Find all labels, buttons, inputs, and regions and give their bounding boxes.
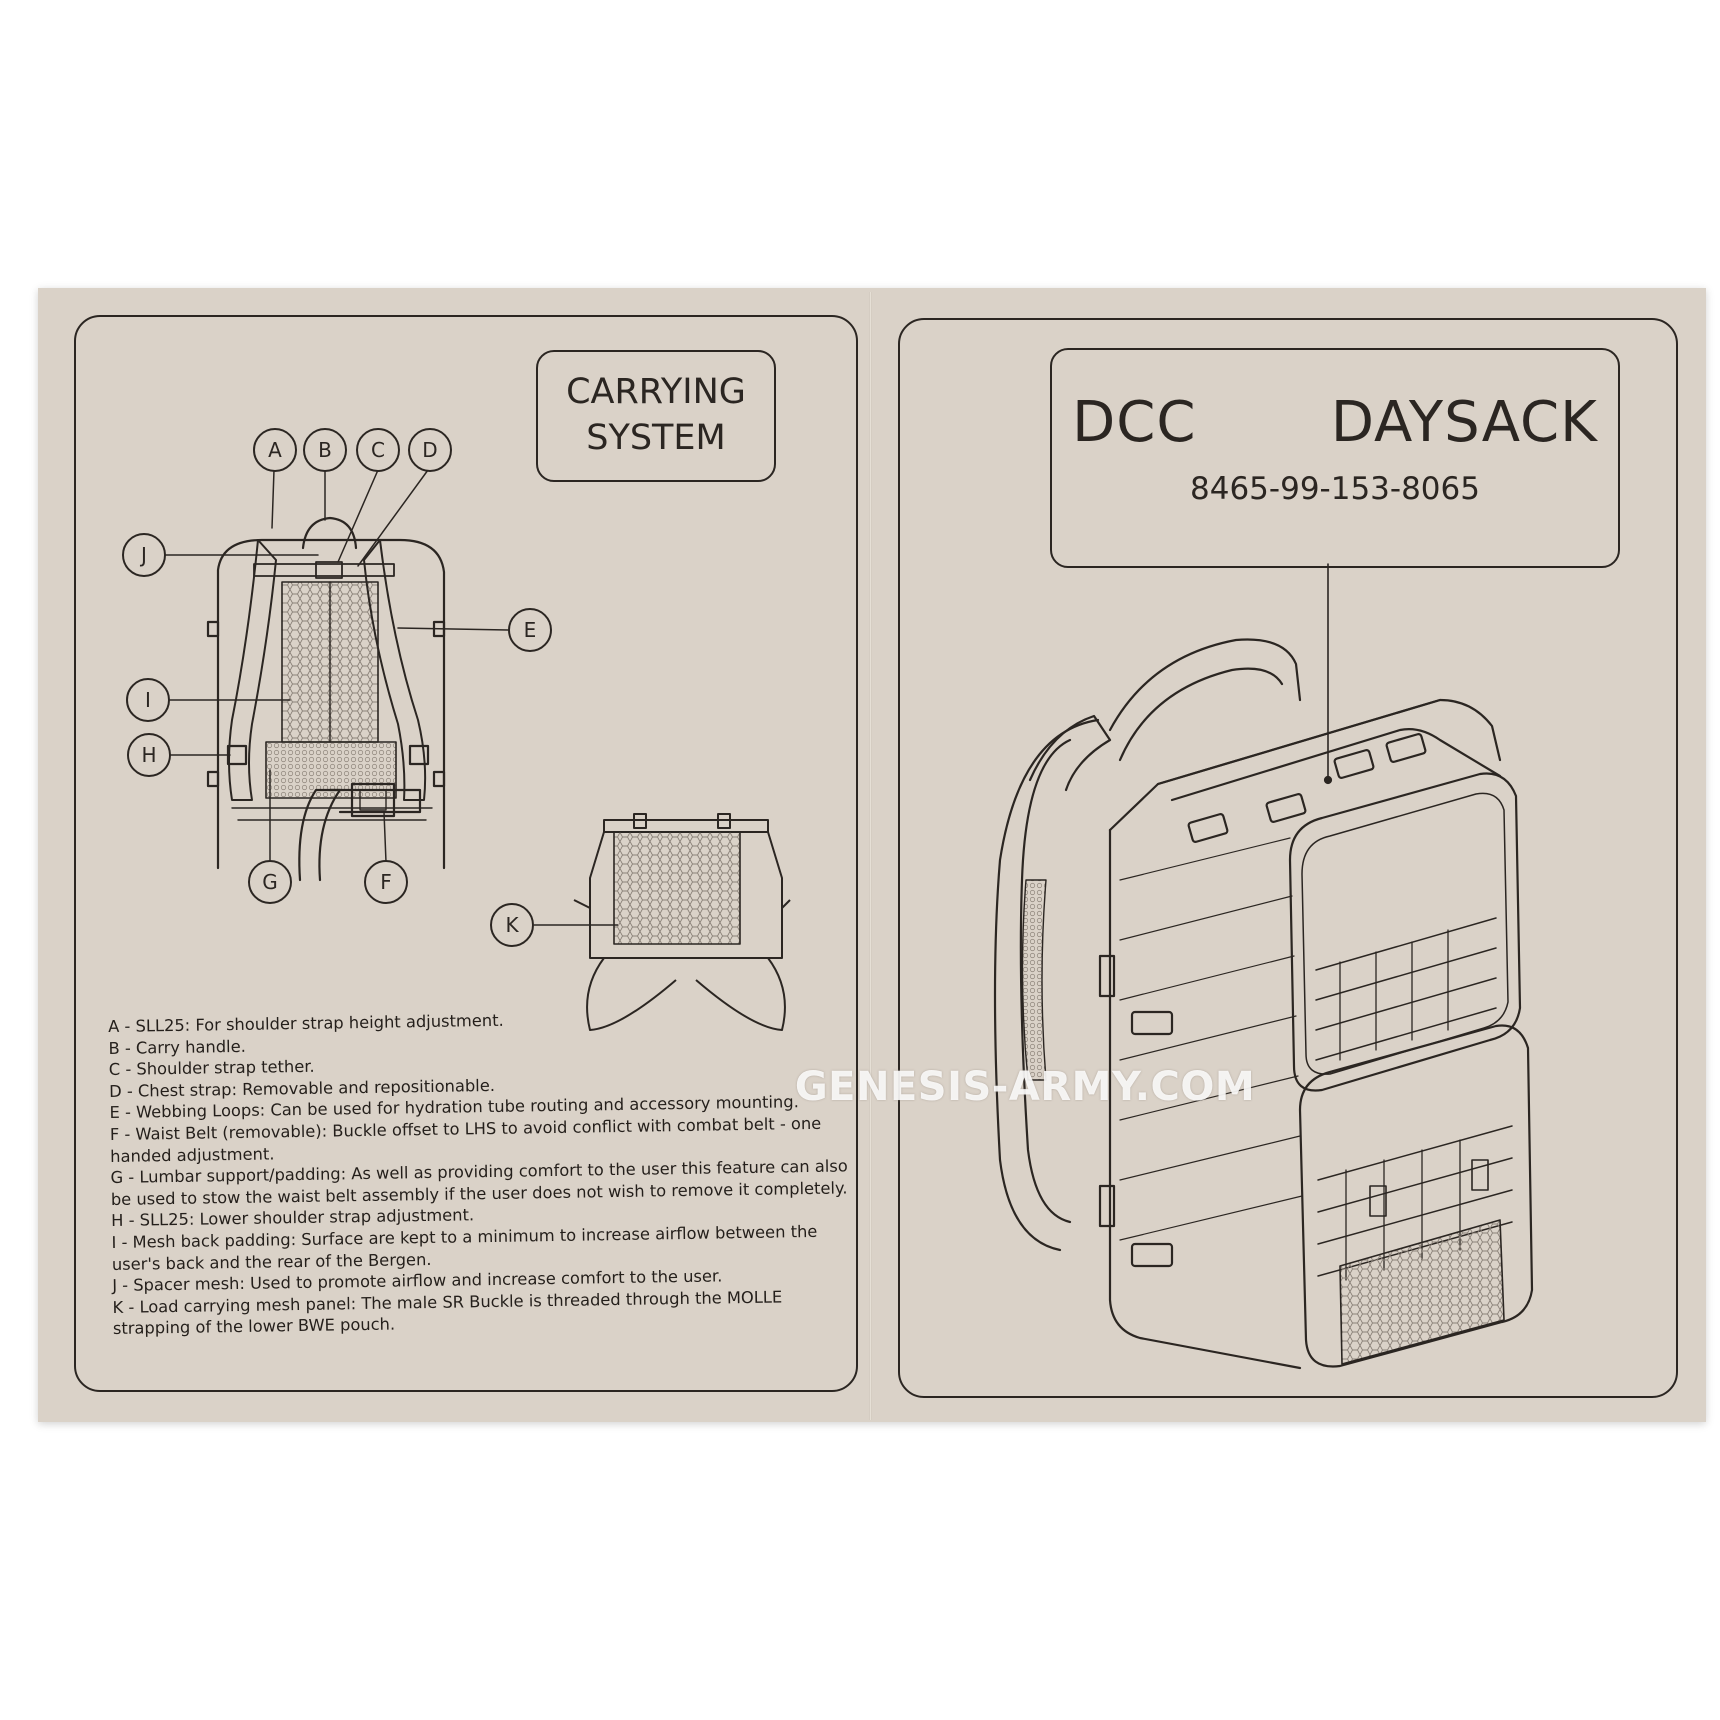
callout-e: E [524,618,537,642]
nsn-number: 8465-99-153-8065 [1190,471,1480,507]
product-panel [898,318,1678,1398]
product-title-box: DCC DAYSACK 8465-99-153-8065 [1050,348,1620,568]
callout-j: J [139,543,147,567]
callout-i: I [145,688,151,712]
watermark: GENESIS-ARMY.COM [794,1064,1256,1110]
callout-f: F [380,870,392,894]
manual-sheet [38,288,1706,1422]
callout-a: A [268,438,282,462]
carrying-system-panel [74,315,858,1392]
product-title: DCC DAYSACK [1072,390,1598,455]
callout-c: C [371,438,385,462]
carrying-title-line2: SYSTEM [586,418,726,458]
callout-circles [122,428,552,947]
carrying-system-title: CARRYING SYSTEM [536,350,776,482]
feature-legend: A - SLL25: For shoulder strap height adj… [108,1004,853,1339]
callout-letters: A B C D E F G H I J K [139,438,536,937]
daysack-illustration [993,563,1534,1370]
callout-h: H [141,743,156,767]
carrying-title-line1: CARRYING [566,372,746,412]
callout-k: K [505,913,519,937]
carrying-system-diagram [163,469,509,882]
mesh-panel-diagram [534,813,791,1031]
callout-b: B [318,438,332,462]
callout-d: D [422,438,437,462]
callout-g: G [262,870,278,894]
center-fold [869,292,872,1420]
